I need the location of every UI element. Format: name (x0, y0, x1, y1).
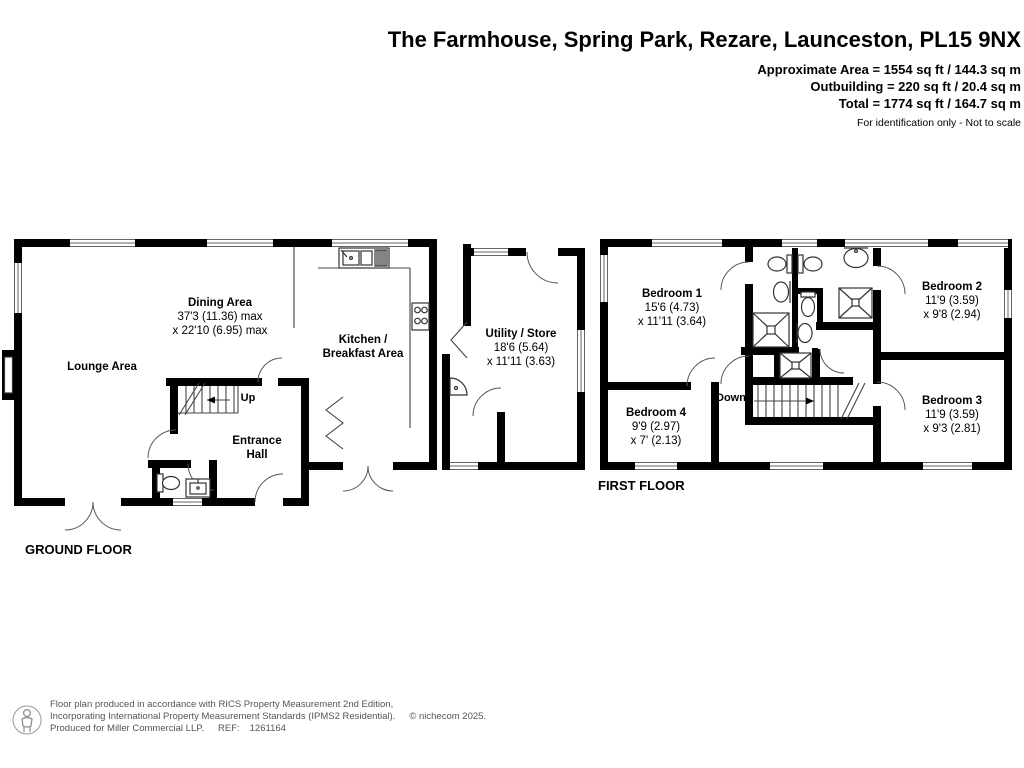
window (652, 238, 722, 248)
room-label-bedroom1: Bedroom 1 15'6 (4.73) x 11'11 (3.64) (637, 288, 707, 328)
stairs-down-label: Down (716, 392, 746, 404)
approximate-area: Approximate Area = 1554 sq ft / 144.3 sq… (757, 62, 1021, 77)
shower-symbol (838, 287, 873, 319)
area-summary: Approximate Area = 1554 sq ft / 144.3 sq… (757, 61, 1021, 112)
window (958, 238, 1008, 248)
ref-label: REF: (218, 723, 240, 734)
door-arc (254, 473, 284, 503)
window (782, 238, 817, 248)
first-floor-plan (599, 238, 1013, 471)
room-label-bedroom3: Bedroom 3 11'9 (3.59) x 9'3 (2.81) (921, 395, 983, 435)
room-label-entrance-hall: Entrance Hall (232, 435, 282, 461)
kitchen-sink-symbol (338, 247, 390, 269)
door-arc (876, 265, 906, 295)
ground-interior-walls (148, 378, 309, 502)
window (332, 238, 408, 248)
toilet-symbol (767, 254, 793, 274)
window (450, 461, 478, 471)
window (207, 238, 273, 248)
window (70, 238, 135, 248)
outbuilding-area: Outbuilding = 220 sq ft / 20.4 sq m (810, 79, 1021, 94)
door-arc (876, 381, 906, 411)
copyright: © nichecom 2025. (409, 711, 487, 722)
door-arc (686, 357, 716, 387)
stairs-up-label: Up (240, 392, 256, 404)
corner-sink-symbol (449, 377, 468, 396)
window (173, 497, 202, 507)
kitchen-counter (293, 247, 411, 450)
shower-symbol (779, 352, 812, 379)
door-arc (257, 357, 283, 383)
hob-symbol (411, 302, 430, 331)
utility-outbuilding (442, 244, 586, 471)
first-floor-title: FIRST FLOOR (598, 478, 685, 493)
first-door-arcs (686, 261, 906, 411)
sink-symbol (796, 322, 813, 344)
ground-windows (13, 238, 408, 507)
toilet-symbol (797, 254, 823, 274)
window (1003, 290, 1013, 318)
room-label-lounge: Lounge Area (67, 361, 137, 373)
door-arc (526, 251, 559, 284)
stairs-direction-arrow (207, 396, 215, 404)
door-arc (342, 465, 369, 492)
sink-symbol (843, 247, 869, 269)
staircase-down (754, 382, 866, 420)
window (845, 238, 928, 248)
left-bay (2, 350, 16, 400)
door-arc (92, 501, 122, 531)
door-arc (367, 465, 394, 492)
total-area: Total = 1774 sq ft / 164.7 sq m (838, 96, 1021, 111)
door-arc (147, 429, 177, 459)
toilet-symbol (156, 473, 181, 493)
scale-disclaimer: For identification only - Not to scale (857, 117, 1021, 129)
footer-line3: Produced for Miller Commercial LLP.REF:1… (50, 723, 286, 734)
window (599, 255, 609, 302)
door-arc (472, 387, 502, 417)
sink-symbol (772, 281, 791, 303)
footer-line1: Floor plan produced in accordance with R… (50, 699, 394, 710)
first-windows (599, 238, 1013, 471)
door-arc (720, 261, 750, 291)
room-label-bedroom4: Bedroom 4 9'9 (2.97) x 7' (2.13) (625, 407, 687, 447)
sink-symbol (185, 478, 211, 498)
footer: Floor plan produced in accordance with R… (12, 699, 486, 741)
door-arc (64, 501, 94, 531)
footer-line2: Incorporating International Property Mea… (50, 711, 487, 722)
page-title: The Farmhouse, Spring Park, Rezare, Laun… (387, 27, 1021, 52)
shower-symbol (752, 312, 790, 348)
window (576, 330, 586, 392)
room-label-dining: Dining Area 37'3 (11.36) max x 22'10 (6.… (172, 297, 268, 337)
ground-floor-plan (2, 238, 586, 531)
ground-floor-title: GROUND FLOOR (25, 542, 132, 557)
ref-value: 1261164 (249, 723, 286, 734)
front-door-gap (255, 497, 283, 507)
window (13, 263, 23, 313)
footer-text: Floor plan produced in accordance with R… (50, 699, 486, 735)
window (770, 461, 823, 471)
first-interior-walls (600, 243, 1012, 470)
person-icon (12, 705, 42, 735)
room-label-utility: Utility / Store 18'6 (5.64) x 11'11 (3.6… (485, 328, 557, 368)
room-label-kitchen: Kitchen / Breakfast Area (322, 334, 404, 360)
stairs-direction-arrow (806, 397, 814, 405)
window (635, 461, 677, 471)
room-label-bedroom2: Bedroom 2 11'9 (3.59) x 9'8 (2.94) (921, 281, 983, 321)
window (923, 461, 972, 471)
staircase-up (178, 382, 239, 416)
toilet-symbol (800, 291, 816, 318)
window (474, 247, 508, 257)
door-arc (720, 355, 750, 385)
door-arc (819, 348, 845, 374)
